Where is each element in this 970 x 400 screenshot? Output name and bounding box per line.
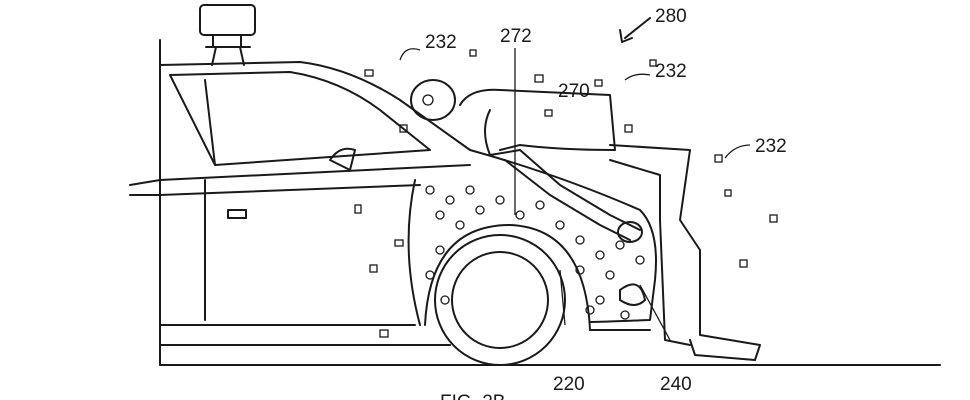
label-270: 270 — [558, 81, 590, 102]
figure-caption: FIG. 2B — [440, 392, 505, 400]
label-220: 220 — [553, 374, 585, 395]
vehicle — [129, 61, 657, 366]
label-232-right: 232 — [755, 136, 787, 157]
leader-lines — [399, 17, 751, 341]
debris-particles — [354, 49, 778, 338]
label-272: 272 — [500, 26, 532, 47]
label-240: 240 — [660, 374, 692, 395]
label-280: 280 — [655, 6, 687, 27]
roof-sensor — [199, 4, 256, 66]
adhesive-layer — [425, 185, 645, 320]
label-232-left: 232 — [425, 32, 457, 53]
pedestrian-figure — [410, 79, 761, 361]
label-232-top-right: 232 — [655, 61, 687, 82]
